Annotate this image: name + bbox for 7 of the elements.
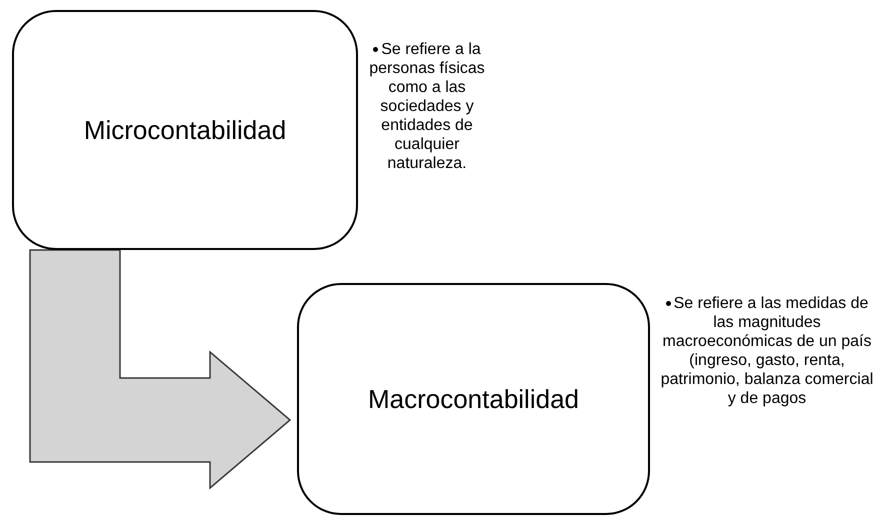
rounded-box bbox=[12, 10, 358, 250]
node-title: Macrocontabilidad bbox=[368, 384, 579, 414]
bullet-note: Se refiere a las medidas de las magnitudes macroeconómicas de un país (ingreso, gasto, renta, patrimonio, balanza comercial y de pagos bbox=[660, 294, 874, 408]
node-title: Microcontabilidad bbox=[84, 114, 286, 146]
bent-block-arrow bbox=[29, 249, 292, 490]
rounded-box bbox=[297, 283, 650, 515]
bullet-note: Se refiere a la personas físicas como a las sociedades y entidades de cualquier naturaleza. bbox=[368, 40, 486, 173]
